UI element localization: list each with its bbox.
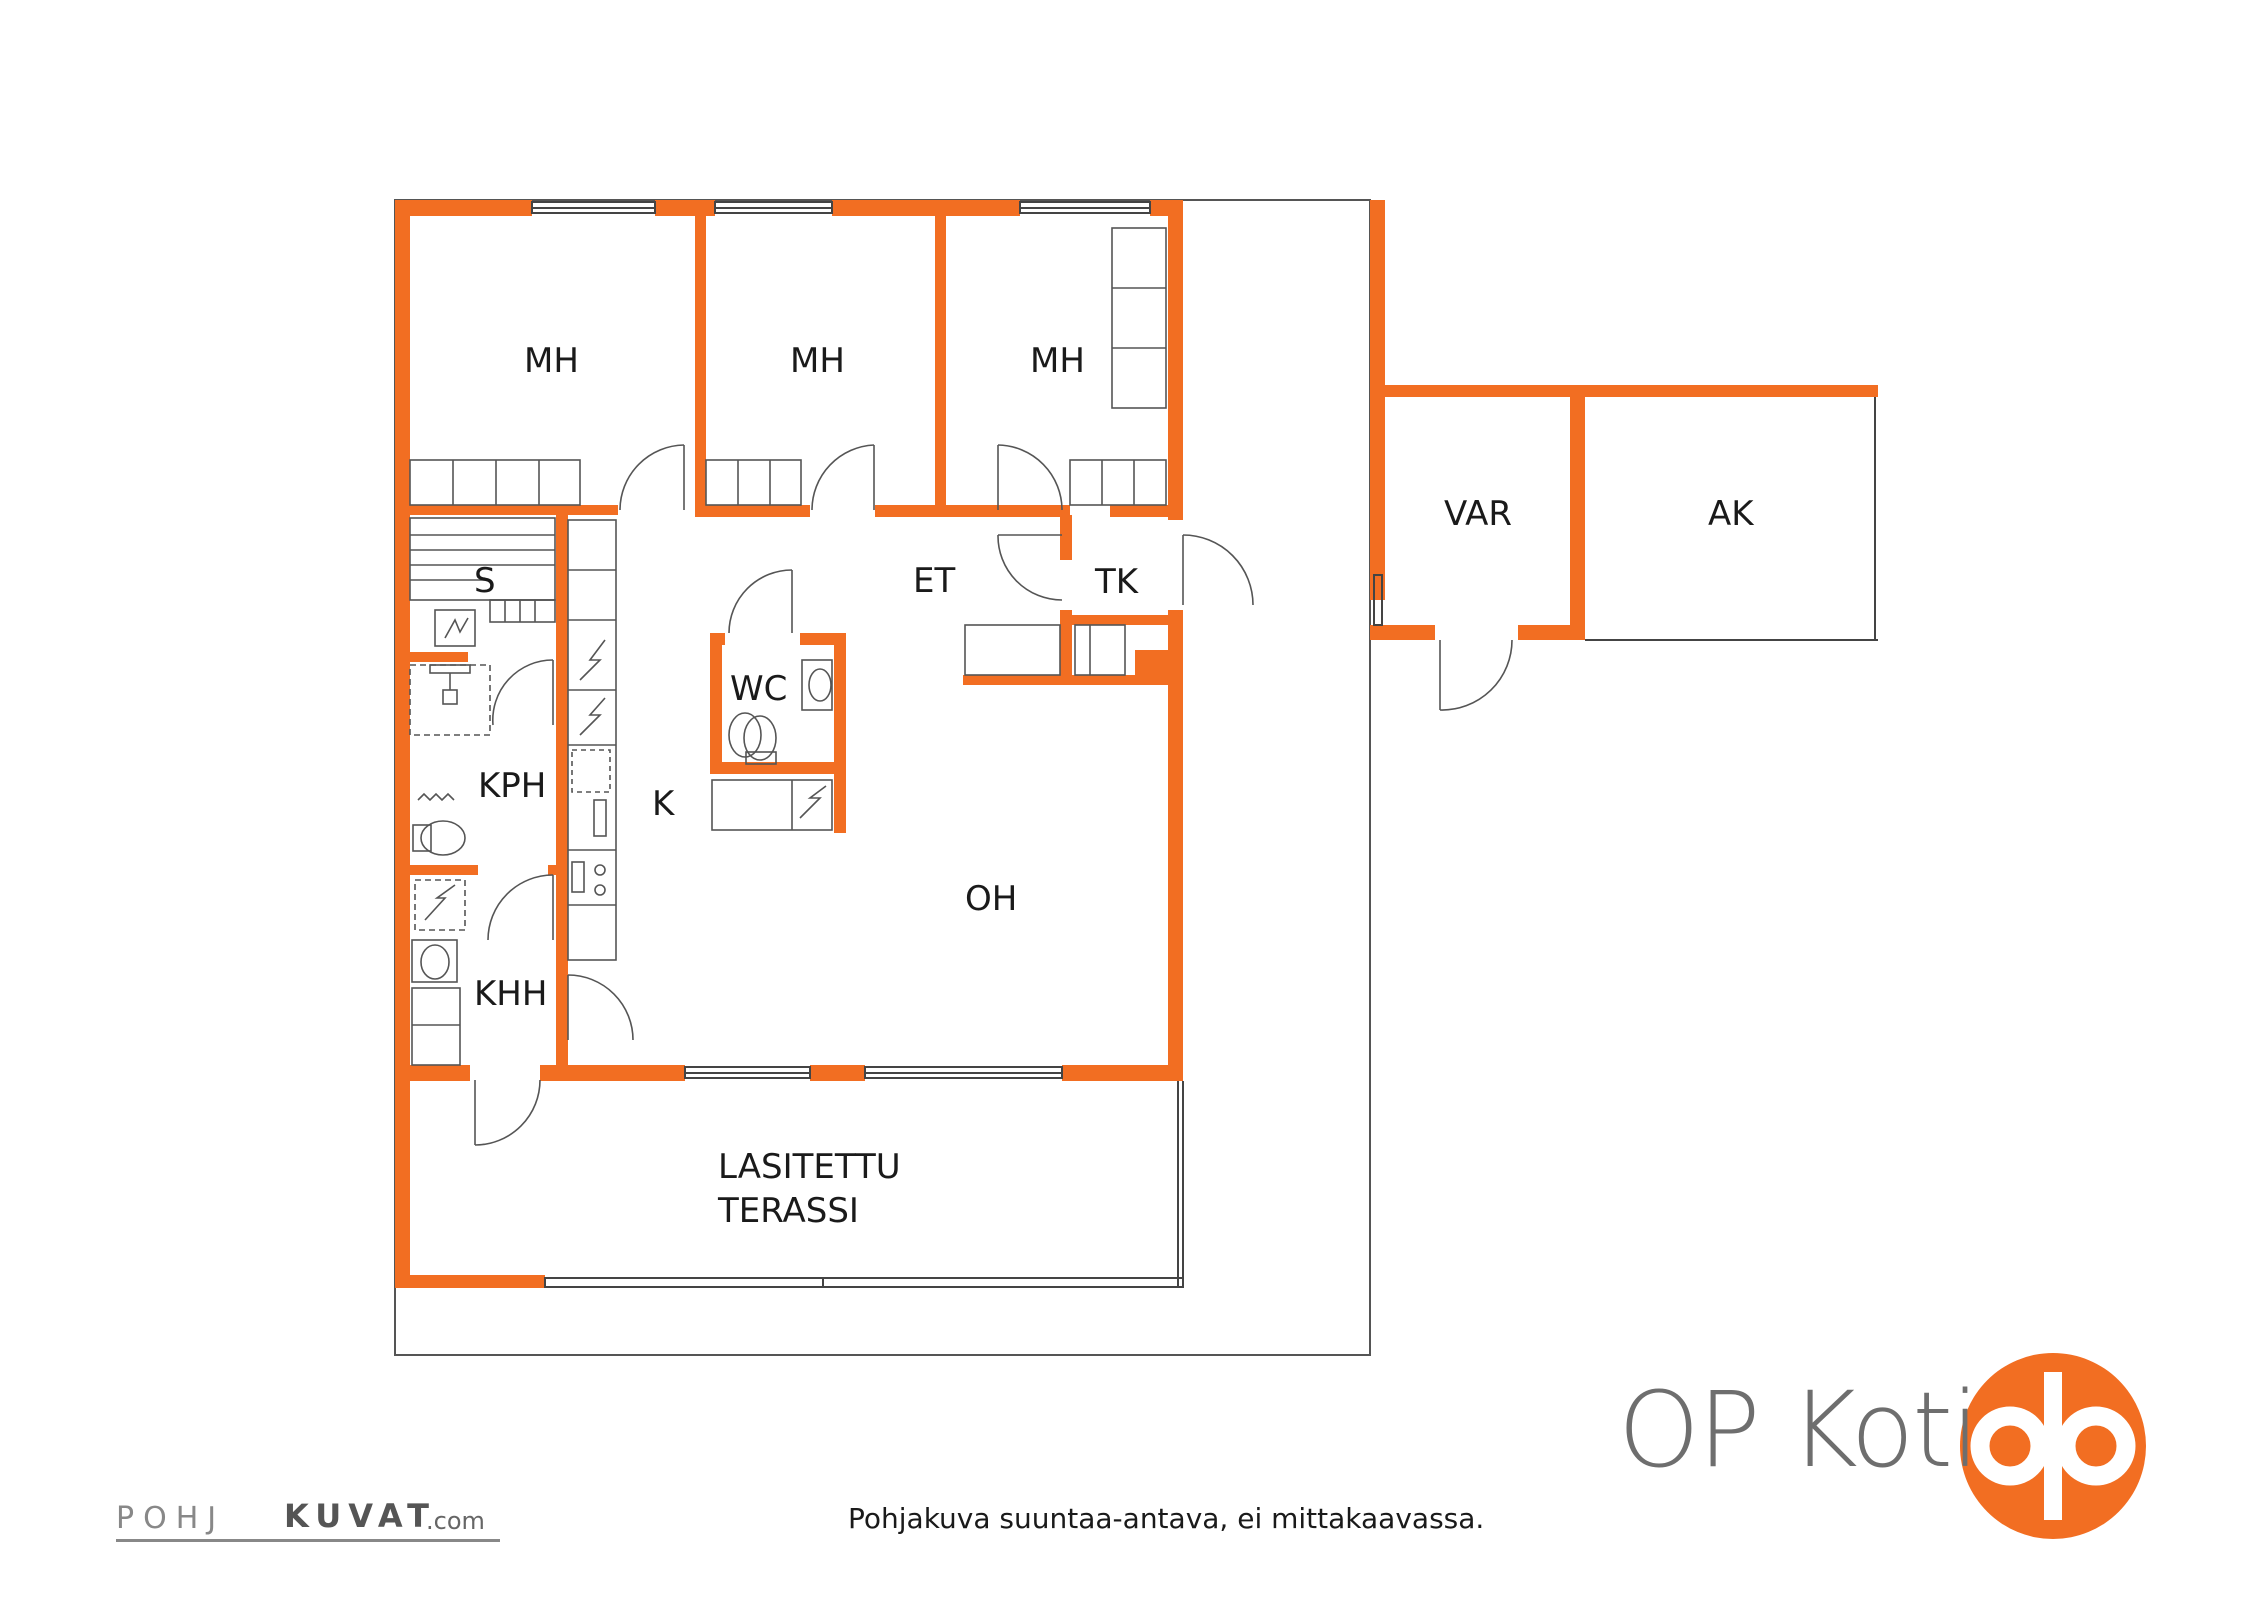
fixtures xyxy=(409,227,1167,1066)
room-label-k: K xyxy=(652,784,676,824)
watermark-part1: POHJ xyxy=(116,1501,226,1536)
op-logo-icon xyxy=(1960,1353,2146,1539)
room-label-mh2: MH xyxy=(790,341,845,381)
watermark-part3: .com xyxy=(426,1507,485,1535)
walls xyxy=(395,200,1878,1288)
room-label-et: ET xyxy=(913,561,955,601)
room-label-mh1: MH xyxy=(524,341,579,381)
room-label-terrace-1: LASITETTU xyxy=(718,1147,901,1187)
room-label-tk: TK xyxy=(1094,562,1140,602)
room-labels: MH MH MH S ET TK WC KPH K OH KHH VAR AK … xyxy=(474,341,1755,1231)
disclaimer-text: Pohjakuva suuntaa-antava, ei mittakaavas… xyxy=(848,1502,1485,1535)
doors xyxy=(474,444,1513,1146)
room-label-terrace-2: TERASSI xyxy=(717,1191,859,1231)
watermark-part2: KUVAT xyxy=(284,1497,436,1535)
room-label-s: S xyxy=(474,561,496,601)
room-label-wc: WC xyxy=(730,669,787,709)
windows xyxy=(531,201,1878,1288)
watermark-logo: POHJ KUVAT .com xyxy=(116,1495,506,1545)
room-label-kph: KPH xyxy=(478,766,546,806)
room-label-mh3: MH xyxy=(1030,341,1085,381)
room-label-ak: AK xyxy=(1708,494,1755,534)
watermark-underline xyxy=(116,1539,500,1542)
room-label-khh: KHH xyxy=(474,974,547,1014)
room-label-var: VAR xyxy=(1444,494,1512,534)
brand-name: OP Koti xyxy=(1618,1369,1980,1491)
room-label-oh: OH xyxy=(965,879,1017,919)
